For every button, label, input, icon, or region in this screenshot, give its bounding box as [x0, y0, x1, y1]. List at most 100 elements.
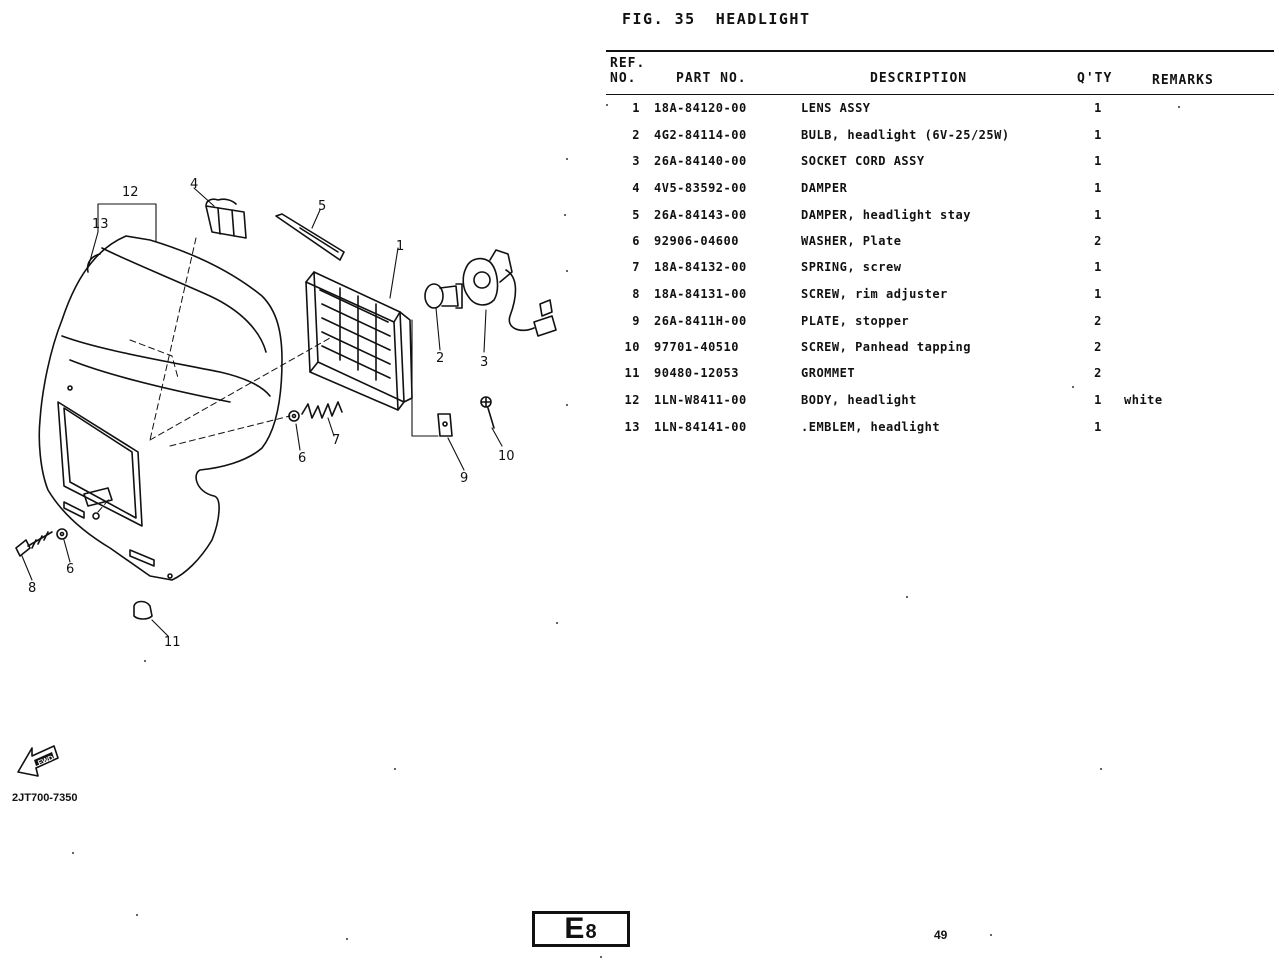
cell-ref: 10 — [624, 340, 640, 354]
cell-ref: 11 — [624, 366, 640, 380]
figure-title: FIG. 35 HEADLIGHT — [622, 10, 811, 28]
cell-description: SOCKET CORD ASSY — [801, 154, 925, 168]
cell-part-no: 18A-84132-00 — [654, 260, 747, 274]
cell-qty: 1 — [1094, 128, 1102, 142]
table-top-rule — [606, 50, 1274, 52]
callout-8: 8 — [28, 581, 36, 596]
cell-qty: 1 — [1094, 260, 1102, 274]
callout-13: 13 — [92, 217, 109, 232]
table-row: 6 92906-04600 WASHER, Plate 2 — [606, 234, 1274, 260]
scan-speck — [72, 852, 74, 854]
scan-speck — [606, 104, 608, 106]
callout-5: 5 — [318, 199, 326, 214]
cell-description: BULB, headlight (6V-25/25W) — [801, 128, 1010, 142]
callout-2: 2 — [436, 351, 444, 366]
scan-speck — [1100, 768, 1102, 770]
callout-12: 12 — [122, 185, 139, 200]
cell-part-no: 90480-12053 — [654, 366, 739, 380]
table-row: 7 18A-84132-00 SPRING, screw 1 — [606, 260, 1274, 286]
rim-adjuster-screw-drawing — [15, 531, 53, 557]
cell-description: BODY, headlight — [801, 393, 917, 407]
cell-qty: 1 — [1094, 208, 1102, 222]
scan-speck — [144, 660, 146, 662]
figure-label: FIG. 35 — [622, 10, 696, 28]
cell-qty: 1 — [1094, 420, 1102, 434]
callout-7: 7 — [332, 433, 340, 448]
scan-speck — [600, 956, 602, 958]
forward-arrow-icon: FWD — [14, 742, 60, 782]
assembly-dashed-lines — [97, 237, 331, 513]
scan-speck — [906, 596, 908, 598]
callout-9: 9 — [460, 471, 468, 486]
cell-ref: 8 — [632, 287, 640, 301]
cell-qty: 1 — [1094, 154, 1102, 168]
scan-speck — [1178, 106, 1180, 108]
bulb-drawing — [424, 283, 463, 309]
exploded-diagram: 12 13 4 5 1 2 3 6 7 9 10 8 6 11 — [0, 160, 590, 660]
cell-qty: 2 — [1094, 340, 1102, 354]
cell-description: .EMBLEM, headlight — [801, 420, 941, 434]
header-qty: Q'TY — [1077, 71, 1113, 86]
table-row: 12 1LN-W8411-00 BODY, headlight 1 white — [606, 393, 1274, 419]
cell-qty: 1 — [1094, 181, 1102, 195]
cell-ref: 7 — [632, 260, 640, 274]
leader-lines — [21, 187, 503, 637]
table-header-rule — [606, 94, 1274, 95]
callout-1: 1 — [396, 239, 404, 254]
scan-speck — [394, 768, 396, 770]
table-row: 8 18A-84131-00 SCREW, rim adjuster 1 — [606, 287, 1274, 313]
header-ref-line2: NO. — [610, 71, 637, 86]
cell-description: LENS ASSY — [801, 101, 871, 115]
table-row: 10 97701-40510 SCREW, Panhead tapping 2 — [606, 340, 1274, 366]
damper-drawing — [205, 198, 247, 239]
cell-description: DAMPER — [801, 181, 848, 195]
cell-part-no: 26A-8411H-00 — [654, 314, 747, 328]
cell-description: SPRING, screw — [801, 260, 902, 274]
figure-name: HEADLIGHT — [715, 10, 811, 28]
callout-6b: 6 — [66, 562, 74, 577]
fwd-label: FWD — [37, 755, 54, 767]
cell-description: GROMMET — [801, 366, 856, 380]
cell-ref: 2 — [632, 128, 640, 142]
cell-part-no: 26A-84143-00 — [654, 208, 747, 222]
header-remarks: REMARKS — [1152, 73, 1214, 88]
header-part-no: PART NO. — [676, 71, 747, 86]
spring-drawing — [301, 401, 343, 419]
cell-part-no: 4V5-83592-00 — [654, 181, 747, 195]
screw-drawing — [480, 396, 495, 429]
catalog-number: 2JT700-7350 — [12, 792, 78, 804]
cell-part-no: 1LN-84141-00 — [654, 420, 747, 434]
table-row: 13 1LN-84141-00 .EMBLEM, headlight 1 — [606, 420, 1274, 446]
table-row: 4 4V5-83592-00 DAMPER 1 — [606, 181, 1274, 207]
callout-labels: 12 13 4 5 1 2 3 6 7 9 10 8 6 11 — [28, 177, 515, 650]
table-row: 5 26A-84143-00 DAMPER, headlight stay 1 — [606, 208, 1274, 234]
cell-ref: 13 — [624, 420, 640, 434]
cell-qty: 1 — [1094, 287, 1102, 301]
cell-part-no: 1LN-W8411-00 — [654, 393, 747, 407]
washer-lower-drawing — [56, 528, 68, 540]
cell-ref: 1 — [632, 101, 640, 115]
callout-6: 6 — [298, 451, 306, 466]
scan-speck — [566, 270, 568, 272]
scan-speck — [566, 404, 568, 406]
plate-stopper-drawing — [437, 413, 453, 437]
cell-ref: 6 — [632, 234, 640, 248]
cell-ref: 5 — [632, 208, 640, 222]
headlight-body-drawing — [38, 235, 283, 581]
section-letter: E — [564, 912, 586, 945]
socket-cord-drawing — [462, 249, 557, 337]
table-row: 9 26A-8411H-00 PLATE, stopper 2 — [606, 314, 1274, 340]
header-ref-line1: REF. — [610, 56, 646, 71]
cell-ref: 4 — [632, 181, 640, 195]
callout-4: 4 — [190, 177, 198, 192]
cell-part-no: 26A-84140-00 — [654, 154, 747, 168]
section-code-box: E8 — [532, 911, 630, 947]
damper-stay-drawing — [275, 213, 345, 261]
cell-qty: 2 — [1094, 366, 1102, 380]
section-number: 8 — [585, 921, 598, 943]
scan-speck — [566, 158, 568, 160]
cell-part-no: 18A-84131-00 — [654, 287, 747, 301]
scan-speck — [1072, 386, 1074, 388]
cell-ref: 12 — [624, 393, 640, 407]
